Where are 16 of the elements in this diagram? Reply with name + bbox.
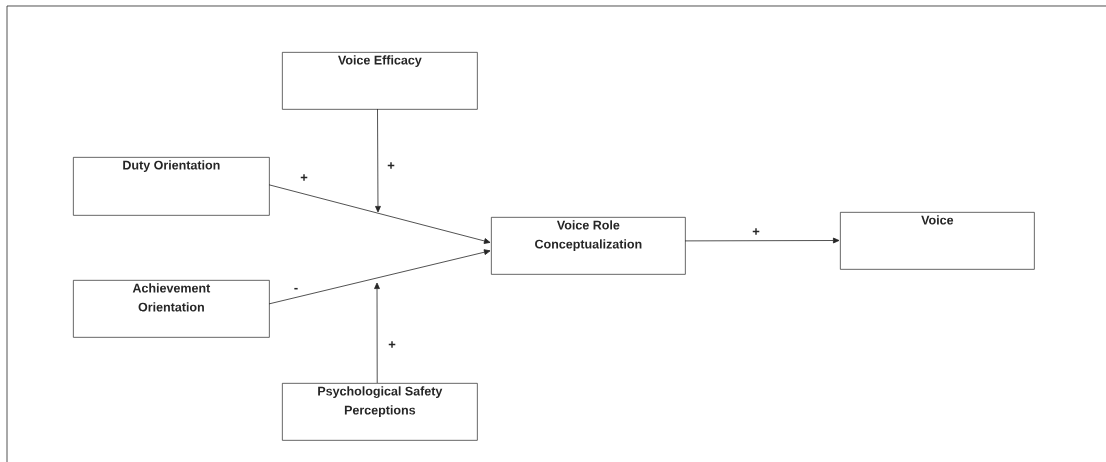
- box: Voice: [840, 212, 1035, 270]
- box: Achievement Orientation: [73, 280, 270, 338]
- arrow: [374, 282, 380, 384]
- arrow: [268, 184, 491, 244]
- box: Psychological Safety Perceptions: [282, 383, 478, 441]
- edge-label: +: [386, 161, 396, 171]
- box: Voice Efficacy: [282, 52, 478, 110]
- edge-label: +: [299, 173, 309, 183]
- box: Voice Role Conceptualization: [491, 217, 686, 275]
- box: Duty Orientation: [73, 157, 270, 216]
- edge-label: +: [387, 340, 397, 350]
- arrow: [684, 237, 840, 244]
- edge-label: -: [292, 286, 300, 294]
- arrow: [268, 249, 491, 305]
- edge-label: +: [751, 227, 761, 237]
- arrow: [375, 108, 381, 213]
